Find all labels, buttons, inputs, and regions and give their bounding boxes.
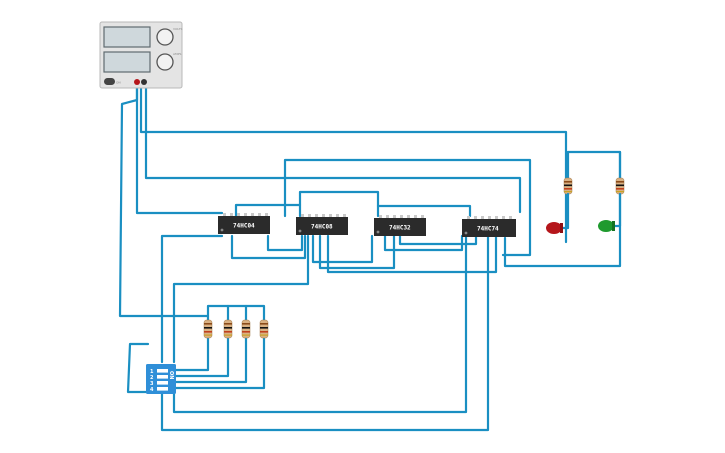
wire-right-box[interactable] xyxy=(503,150,622,268)
wire-chip2-to-chip3-top[interactable] xyxy=(298,190,380,218)
dip-switch-body xyxy=(146,364,176,394)
voltage-knob-label: VOLTS xyxy=(173,27,182,31)
chip-label: 74HC74 xyxy=(477,226,499,233)
wire-led-green-lead[interactable] xyxy=(612,192,622,228)
pin1-marker xyxy=(464,231,468,235)
wire-chip2-bottom-loop[interactable] xyxy=(311,234,374,264)
dip-position-1: 1 xyxy=(150,369,154,375)
chip-label: 74HC08 xyxy=(311,224,333,231)
chip-pins-top xyxy=(467,216,512,220)
dip-position-4: 4 xyxy=(150,387,154,393)
power-supply[interactable]: VOLTS AMPS ON xyxy=(99,21,183,89)
wire-chip2-side-loop[interactable] xyxy=(266,234,304,252)
current-knob[interactable] xyxy=(156,53,174,71)
pin1-marker xyxy=(298,229,302,233)
chip-74hc32[interactable]: 74HC32 xyxy=(374,215,426,236)
dip-switch[interactable]: ON 1 2 3 4 xyxy=(146,364,176,394)
current-knob-label: AMPS xyxy=(173,52,181,56)
negative-terminal[interactable] xyxy=(141,79,147,85)
dip-on-label: ON xyxy=(168,371,174,379)
wire-bottom-return-1[interactable] xyxy=(172,234,468,414)
wire-psu-red-to-left-rail[interactable] xyxy=(118,84,210,318)
power-button[interactable] xyxy=(104,78,115,85)
resistor-led-green[interactable] xyxy=(615,177,625,195)
led-green-flange xyxy=(612,221,615,231)
voltage-knob[interactable] xyxy=(156,28,174,46)
resistor-dip-3[interactable] xyxy=(241,319,251,339)
led-red-body xyxy=(546,222,562,234)
pin1-marker xyxy=(376,230,380,234)
wire-dip-row1[interactable] xyxy=(164,328,210,372)
chip-74hc74[interactable]: 74HC74 xyxy=(462,216,516,237)
chip-pins-top xyxy=(301,214,346,218)
chip-pins-top xyxy=(223,213,268,217)
dip-position-3: 3 xyxy=(150,381,154,387)
wire-dip-left-side[interactable] xyxy=(126,342,150,394)
wire-psu-black-mid-rail[interactable] xyxy=(144,84,522,214)
led-green-body xyxy=(598,220,614,232)
wire-psu-red-to-chip1[interactable] xyxy=(135,84,224,215)
power-button-label: ON xyxy=(116,81,121,85)
wire-resistor-top-loop-2[interactable] xyxy=(226,304,248,324)
wire-chip2-to-chip4-bottom[interactable] xyxy=(326,234,498,274)
wire-dip-row2[interactable] xyxy=(164,328,230,378)
wire-dip-row3[interactable] xyxy=(164,328,248,384)
wire-bottom-return-2[interactable] xyxy=(160,234,490,432)
wire-chip2-to-lower-left[interactable] xyxy=(172,234,310,364)
chip-label: 74HC32 xyxy=(389,225,411,232)
led-red[interactable] xyxy=(546,222,563,234)
voltage-display xyxy=(103,26,151,48)
dip-toggle-3[interactable] xyxy=(157,381,168,385)
chip-label: 74HC04 xyxy=(233,223,255,230)
chip-pins-top xyxy=(379,215,424,219)
positive-terminal[interactable] xyxy=(134,79,140,85)
dip-position-2: 2 xyxy=(150,375,154,381)
wire-chip1-to-left-column[interactable] xyxy=(160,234,224,364)
current-display xyxy=(103,51,151,73)
resistor-dip-4[interactable] xyxy=(259,319,269,339)
wire-dip-row4[interactable] xyxy=(164,328,266,390)
chip-74hc04[interactable]: 74HC04 xyxy=(218,213,270,234)
pin1-marker xyxy=(220,228,224,232)
resistor-dip-2[interactable] xyxy=(223,319,233,339)
wire-chip2-to-chip3-bottom[interactable] xyxy=(318,234,396,270)
led-red-flange xyxy=(560,223,563,233)
led-green[interactable] xyxy=(598,220,615,232)
wires xyxy=(118,84,622,432)
dip-toggle-2[interactable] xyxy=(157,375,168,379)
chip-74hc08[interactable]: 74HC08 xyxy=(296,214,348,235)
wire-top-loop[interactable] xyxy=(283,158,532,257)
wire-chip3-to-chip4-top[interactable] xyxy=(376,204,472,218)
wire-resistor-top-loop-1[interactable] xyxy=(206,304,230,324)
resistor-led-red[interactable] xyxy=(563,177,573,195)
chip-body xyxy=(374,218,426,236)
wire-resistor-top-loop-3[interactable] xyxy=(244,304,266,324)
wire-chip1-to-chip2-top[interactable] xyxy=(234,203,302,218)
resistor-dip-1[interactable] xyxy=(203,319,213,339)
wire-led-red-lead[interactable] xyxy=(560,192,570,230)
chip-body xyxy=(296,217,348,235)
wire-chip1-bottom-loop[interactable] xyxy=(230,234,307,260)
dip-toggle-4[interactable] xyxy=(157,387,168,391)
wire-chip3-to-chip4-bottom-2[interactable] xyxy=(398,234,478,246)
chip-body xyxy=(218,216,270,234)
dip-toggle-1[interactable] xyxy=(157,369,168,373)
chip-body xyxy=(462,219,516,237)
